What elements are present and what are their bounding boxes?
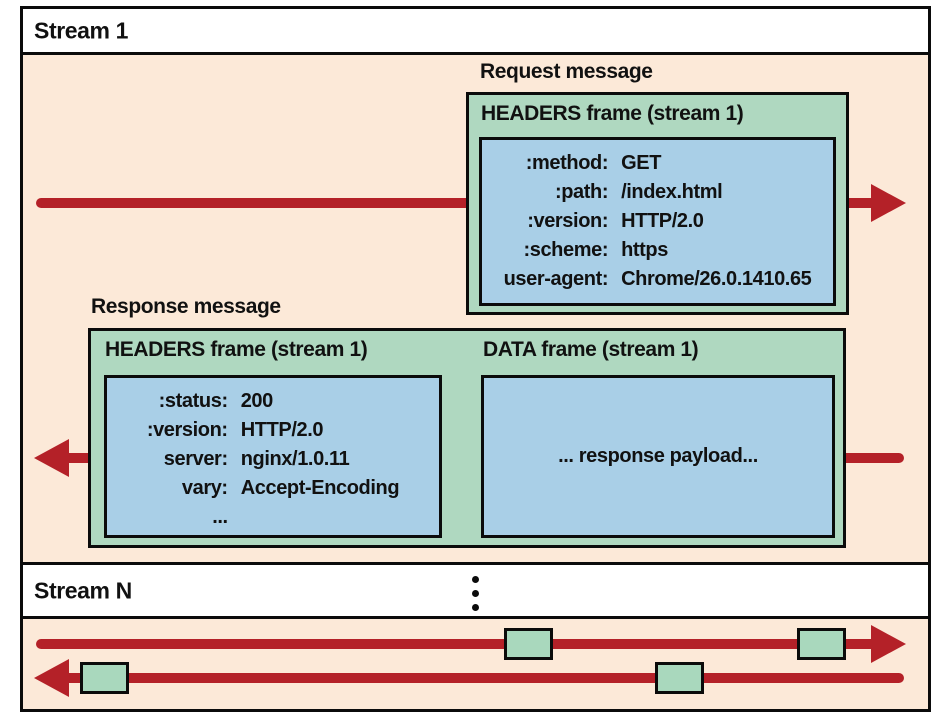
streamN-label: Stream N	[34, 577, 132, 603]
response-payload-text: ... response payload...	[558, 445, 758, 467]
streamN-request-arrow-line	[36, 639, 880, 649]
streamN-area	[20, 616, 931, 712]
request-message-label: Request message	[480, 60, 653, 83]
header-key: ...	[212, 506, 228, 528]
header-value: HTTP/2.0	[621, 210, 704, 232]
request-headers-frame-title: HEADERS frame (stream 1)	[481, 102, 744, 125]
frame-block	[655, 662, 704, 694]
header-value: nginx/1.0.11	[240, 448, 350, 470]
vertical-ellipsis-icon	[472, 576, 479, 611]
stream1-title-bar: Stream 1	[20, 6, 931, 55]
header-value: 200	[240, 390, 274, 412]
response-data-box: ... response payload...	[481, 375, 835, 538]
header-value: HTTP/2.0	[240, 419, 324, 441]
request-arrow-right-icon	[871, 184, 906, 222]
frame-block	[797, 628, 846, 660]
response-headers-list: :status: 200 :version: HTTP/2.0 server: ngi…	[107, 378, 439, 532]
request-arrow-line	[36, 198, 880, 208]
streamN-response-arrow-line	[60, 673, 904, 683]
header-value: https	[621, 239, 668, 261]
response-headers-frame-title: HEADERS frame (stream 1)	[105, 338, 368, 361]
header-value	[241, 503, 399, 532]
header-value: /index.html	[621, 181, 723, 203]
header-key: :method:	[525, 152, 609, 174]
header-key: :version:	[527, 210, 609, 232]
response-frame-group: HEADERS frame (stream 1) DATA frame (str…	[88, 328, 846, 548]
request-headers-list: :method: GET :path: /index.html :version: H…	[482, 140, 833, 294]
frame-block	[80, 662, 129, 694]
header-key: :scheme:	[523, 239, 609, 261]
response-arrow-left-icon	[34, 439, 69, 477]
request-headers-frame: HEADERS frame (stream 1) :method: GET :pa…	[466, 92, 849, 315]
response-headers-box: :status: 200 :version: HTTP/2.0 server: ngi…	[104, 375, 442, 538]
header-key: user-agent:	[503, 268, 609, 290]
header-key: :version:	[146, 419, 228, 441]
response-data-frame-title: DATA frame (stream 1)	[483, 338, 699, 361]
header-key: :path:	[554, 181, 609, 203]
header-value: GET	[621, 152, 662, 174]
frame-block	[504, 628, 553, 660]
header-key: vary:	[181, 477, 228, 499]
header-key: :status:	[158, 390, 228, 412]
streamN-arrow-right-icon	[871, 625, 906, 663]
header-value: Accept-Encoding	[240, 477, 400, 499]
header-key: server:	[163, 448, 228, 470]
header-value: Chrome/26.0.1410.65	[621, 268, 812, 290]
request-headers-box: :method: GET :path: /index.html :version: H…	[479, 137, 836, 306]
stream1-label: Stream 1	[34, 17, 128, 43]
response-message-label: Response message	[91, 295, 281, 318]
streamN-arrow-left-icon	[34, 659, 69, 697]
